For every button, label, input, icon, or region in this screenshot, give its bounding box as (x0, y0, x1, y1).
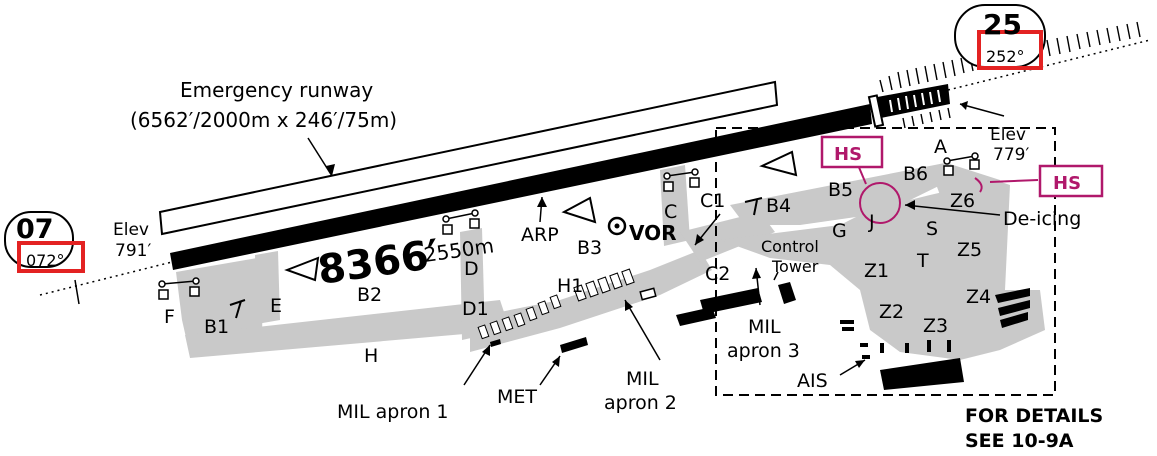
wind-indicators (284, 150, 798, 282)
control-tower-label-1: Control (761, 237, 819, 256)
elev-east-value: 779′ (993, 145, 1029, 165)
taxiway-B6: B6 (903, 163, 928, 185)
vor-icon (607, 216, 627, 236)
met-label: MET (497, 386, 537, 408)
taxiway-C2: C2 (705, 263, 730, 285)
taxiway-J: J (868, 211, 875, 233)
arp-label: ARP (521, 224, 559, 246)
vor-label: VOR (629, 221, 677, 245)
taxiway-S: S (926, 218, 938, 240)
hotspot-box-1 (820, 135, 884, 169)
taxiway-B5: B5 (828, 179, 853, 201)
runway-25-marker (954, 4, 1046, 70)
taxiway-Z3: Z3 (923, 315, 948, 337)
taxiway-B2: B2 (357, 284, 382, 306)
emergency-runway-dimensions: (6562′/2000m x 246′/75m) (130, 108, 397, 132)
highlight-box-07 (17, 241, 85, 273)
taxiway-G: G (832, 220, 847, 242)
mil-apron3-label-1: MIL (748, 316, 781, 338)
control-tower-label-2: Tower (771, 257, 819, 276)
taxiway-labels: A B1 B2 B3 B4 B5 B6 C C1 C2 D D1 E F G H… (164, 136, 991, 367)
hotspot-box-2 (1038, 164, 1104, 198)
arrow-heads (326, 101, 968, 368)
taxiway-B3: B3 (577, 237, 602, 259)
mil-apron2-label-1: MIL (626, 368, 659, 390)
taxiway-Z1: Z1 (864, 260, 889, 282)
elev-west-label: Elev (113, 220, 149, 240)
emergency-runway-title: Emergency runway (180, 78, 373, 102)
main-runway (170, 104, 872, 270)
taxiway-Z4: Z4 (966, 286, 991, 308)
hotspot-label-1: HS (834, 144, 862, 165)
taxiway-C: C (664, 201, 677, 223)
taxiway-H: H (364, 345, 378, 367)
details-note-2: SEE 10-9A (965, 430, 1074, 452)
details-note-1: FOR DETAILS (965, 405, 1103, 427)
hotspot-label-2: HS (1053, 173, 1081, 194)
taxiway-D1: D1 (462, 298, 489, 320)
hold-markers (158, 152, 980, 300)
buildings (490, 282, 1030, 390)
runway-25-number: 25 (983, 8, 1022, 41)
lead-line-07 (74, 279, 80, 305)
mil-apron3-label-2: apron 3 (727, 340, 800, 362)
threshold-25 (867, 84, 950, 128)
taxiway-E: E (270, 295, 282, 317)
mil-apron1-label: MIL apron 1 (337, 401, 449, 423)
taxiway-B4: B4 (766, 195, 791, 217)
taxiway-H1: H1 (557, 275, 583, 297)
apron-stands (477, 268, 635, 340)
taxiway-D: D (464, 258, 479, 280)
taxiway-C1: C1 (700, 190, 725, 212)
taxiway-Z6: Z6 (950, 190, 975, 212)
elev-west-value: 791′ (115, 241, 151, 261)
emergency-runway (158, 80, 779, 236)
ais-label: AIS (797, 370, 828, 392)
taxiway-T: T (916, 250, 929, 272)
hotspot-markers (857, 164, 1039, 224)
highlight-box-25 (977, 30, 1043, 70)
deicing-label: De-icing (1003, 208, 1081, 230)
runway-07-number: 07 (16, 214, 54, 245)
taxiway-A: A (934, 136, 947, 158)
position-markers (229, 197, 763, 319)
taxiway-Z5: Z5 (957, 239, 982, 261)
elev-east-label: Elev (990, 125, 1026, 145)
taxiway-Z2: Z2 (879, 301, 904, 323)
mil-apron2-label-2: apron 2 (604, 392, 677, 414)
small-building (639, 287, 657, 301)
taxiway-F: F (164, 306, 175, 328)
taxiway-B1: B1 (204, 316, 229, 338)
runway-07-heading: 072° (26, 251, 65, 270)
runway-07-marker (4, 211, 85, 273)
runway-25-heading: 252° (986, 47, 1025, 66)
